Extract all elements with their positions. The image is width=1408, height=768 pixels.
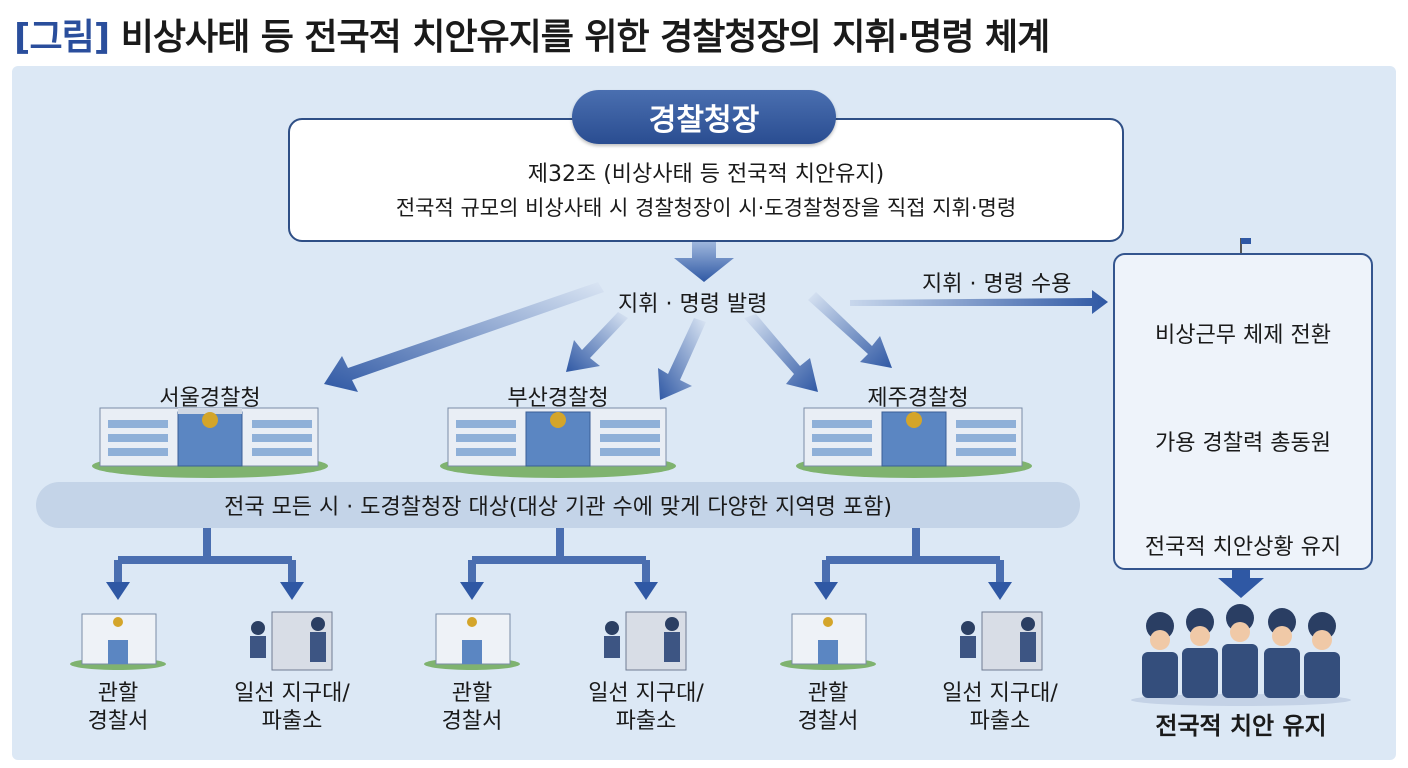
arrow-to-jeju-1 [744,314,818,392]
agency-jeju: 제주경찰청 [867,386,969,411]
building-seoul [92,407,328,478]
arrow-to-seoul [324,282,604,392]
accept-command-label: 지휘 · 명령 수용 [922,272,1072,297]
right-item-2: 가용 경찰력 총동원 [1155,431,1331,456]
arrow-to-busan-2 [658,318,706,400]
box-label-2: 일선 지구대/파출소 [588,681,704,734]
branch-seoul [114,528,296,584]
branch-busan [468,528,650,584]
right-item-3: 전국적 치안상황 유지 [1144,535,1342,560]
station-icon-3 [780,613,876,670]
branch-jeju [822,528,1004,584]
arrow-down-main [674,238,734,282]
arrow-to-right [850,290,1108,314]
right-item-1: 비상근무 체제 전환 [1155,323,1331,348]
arrow-to-busan-1 [566,312,628,372]
officers-group-icon [1131,604,1351,706]
figure-tag: [그림] [14,17,110,58]
agency-seoul: 서울경찰청 [159,386,261,411]
article-heading: 제32조 (비상사태 등 전국적 치안유지) [527,162,885,187]
arrow-to-result [1218,566,1264,598]
agency-busan: 부산경찰청 [507,386,609,411]
result-label: 전국적 치안 유지 [1155,712,1327,740]
police-box-icon-2 [604,611,687,671]
station-icon-2 [424,613,520,670]
building-jeju [796,407,1032,478]
target-bar: 전국 모든 시 · 도경찰청장 대상(대상 기관 수에 맞게 다양한 지역명 포… [36,482,1080,528]
issue-command-label: 지휘 · 명령 발령 [618,292,768,317]
police-box-icon-3 [960,611,1043,671]
commissioner-title: 경찰청장 [572,90,836,144]
right-panel: 비상근무 체제 전환 가용 경찰력 총동원 전국적 치안상황 유지 [1113,253,1373,570]
box-label-3: 일선 지구대/파출소 [942,681,1058,734]
figure-title: [그림] 비상사태 등 전국적 치안유지를 위한 경찰청장의 지휘·명령 체계 [14,8,1051,60]
figure-title-text: 비상사태 등 전국적 치안유지를 위한 경찰청장의 지휘·명령 체계 [120,17,1051,58]
arrow-to-jeju-2 [808,292,892,368]
box-label-1: 일선 지구대/파출소 [234,681,350,734]
police-box-icon-1 [250,611,333,671]
article-description: 전국적 규모의 비상사태 시 경찰청장이 시·도경찰청장을 직접 지휘·명령 [395,196,1017,220]
building-busan [440,407,676,478]
station-icon-1 [70,613,166,670]
